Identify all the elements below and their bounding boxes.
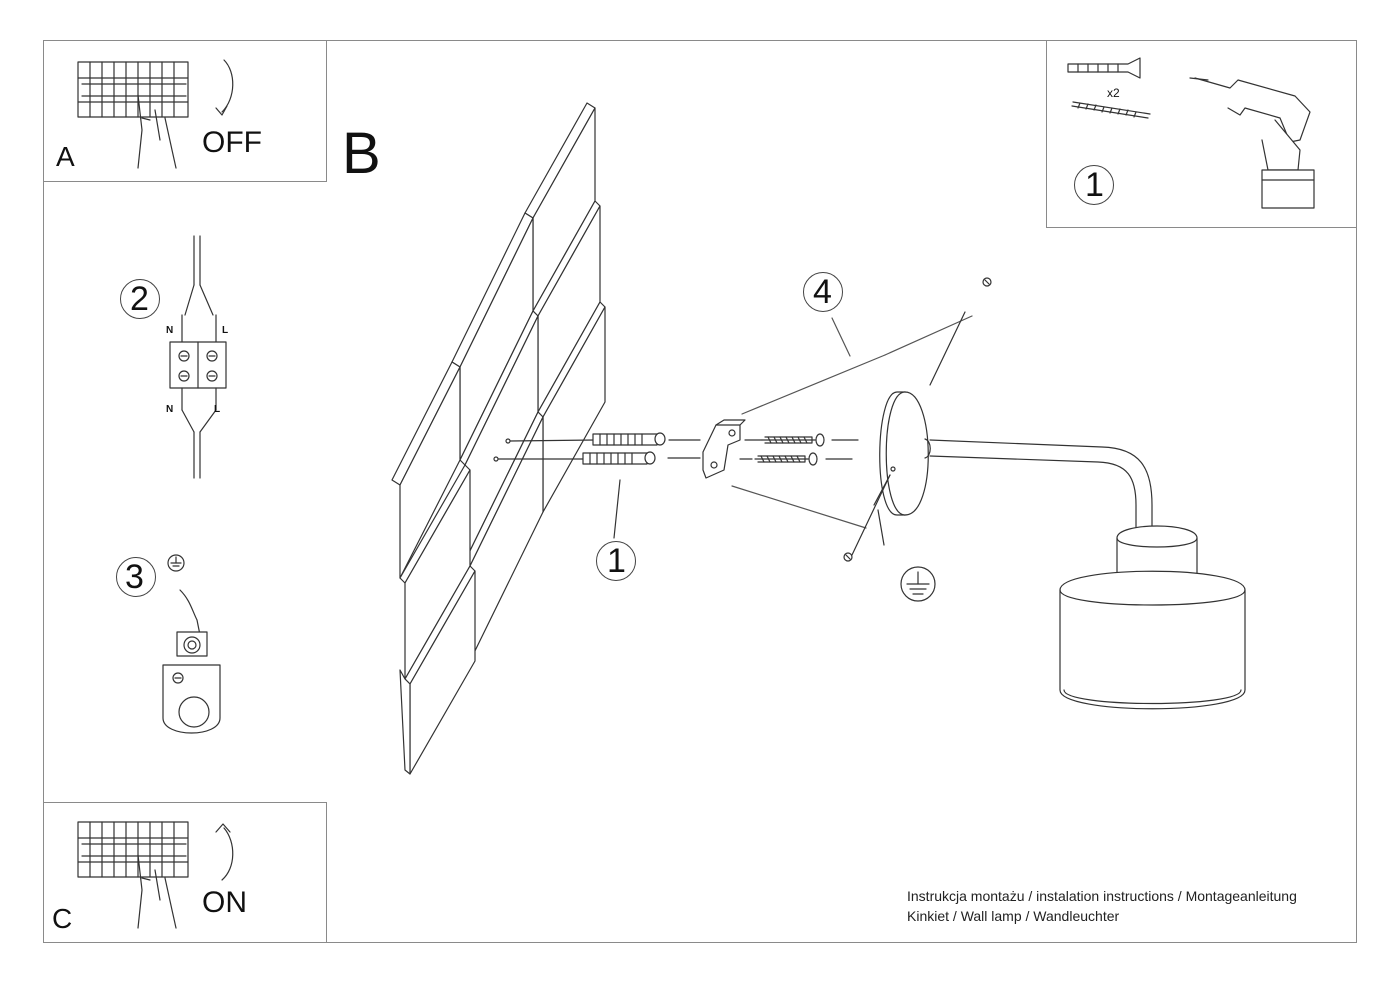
wall-plugs	[493, 432, 701, 539]
step-3-circle	[116, 557, 156, 597]
mounting-bracket	[702, 419, 746, 479]
lamp-arm	[924, 438, 1153, 529]
step-3-number: 3	[125, 558, 144, 596]
diagram-frame	[43, 40, 1357, 943]
quantity-label: x2	[1107, 86, 1120, 100]
breaker-on	[77, 821, 234, 929]
step-2-number: 2	[130, 280, 149, 318]
live-bottom-label: L	[214, 404, 221, 415]
step-tools-circle	[1074, 165, 1114, 205]
neutral-bottom-label: N	[166, 404, 174, 415]
neutral-top-label: N	[166, 325, 174, 336]
tools-art	[1067, 57, 1315, 209]
panel-a-letter: A	[56, 141, 75, 172]
step-1-number: 1	[607, 542, 626, 580]
bracket-screws	[739, 433, 859, 466]
wall-tiles	[391, 102, 606, 775]
on-label: ON	[202, 886, 247, 919]
step-4-number: 4	[813, 273, 832, 311]
panel-power-on	[43, 802, 327, 943]
lamp-canopy	[851, 311, 966, 556]
ground-terminal	[162, 554, 221, 734]
panel-b-letter: B	[342, 121, 381, 186]
guide-lines	[731, 315, 973, 529]
panel-power-off	[43, 40, 327, 182]
footer-product: Kinkiet / Wall lamp / Wandleuchter	[907, 908, 1120, 924]
step-2-circle	[120, 279, 160, 319]
footer-instructions: Instrukcja montażu / instalation instruc…	[907, 888, 1297, 904]
breaker-off	[77, 59, 234, 169]
step-1-circle	[596, 541, 636, 581]
panel-c-letter: C	[52, 903, 73, 934]
panel-tools	[1046, 40, 1357, 228]
off-label: OFF	[202, 126, 262, 159]
lamp-shade	[1059, 525, 1246, 710]
step-tools-number: 1	[1085, 166, 1104, 204]
live-top-label: L	[222, 325, 229, 336]
wiring-connector	[169, 235, 227, 479]
ground-symbol	[900, 566, 936, 602]
step-4-circle	[803, 272, 843, 312]
